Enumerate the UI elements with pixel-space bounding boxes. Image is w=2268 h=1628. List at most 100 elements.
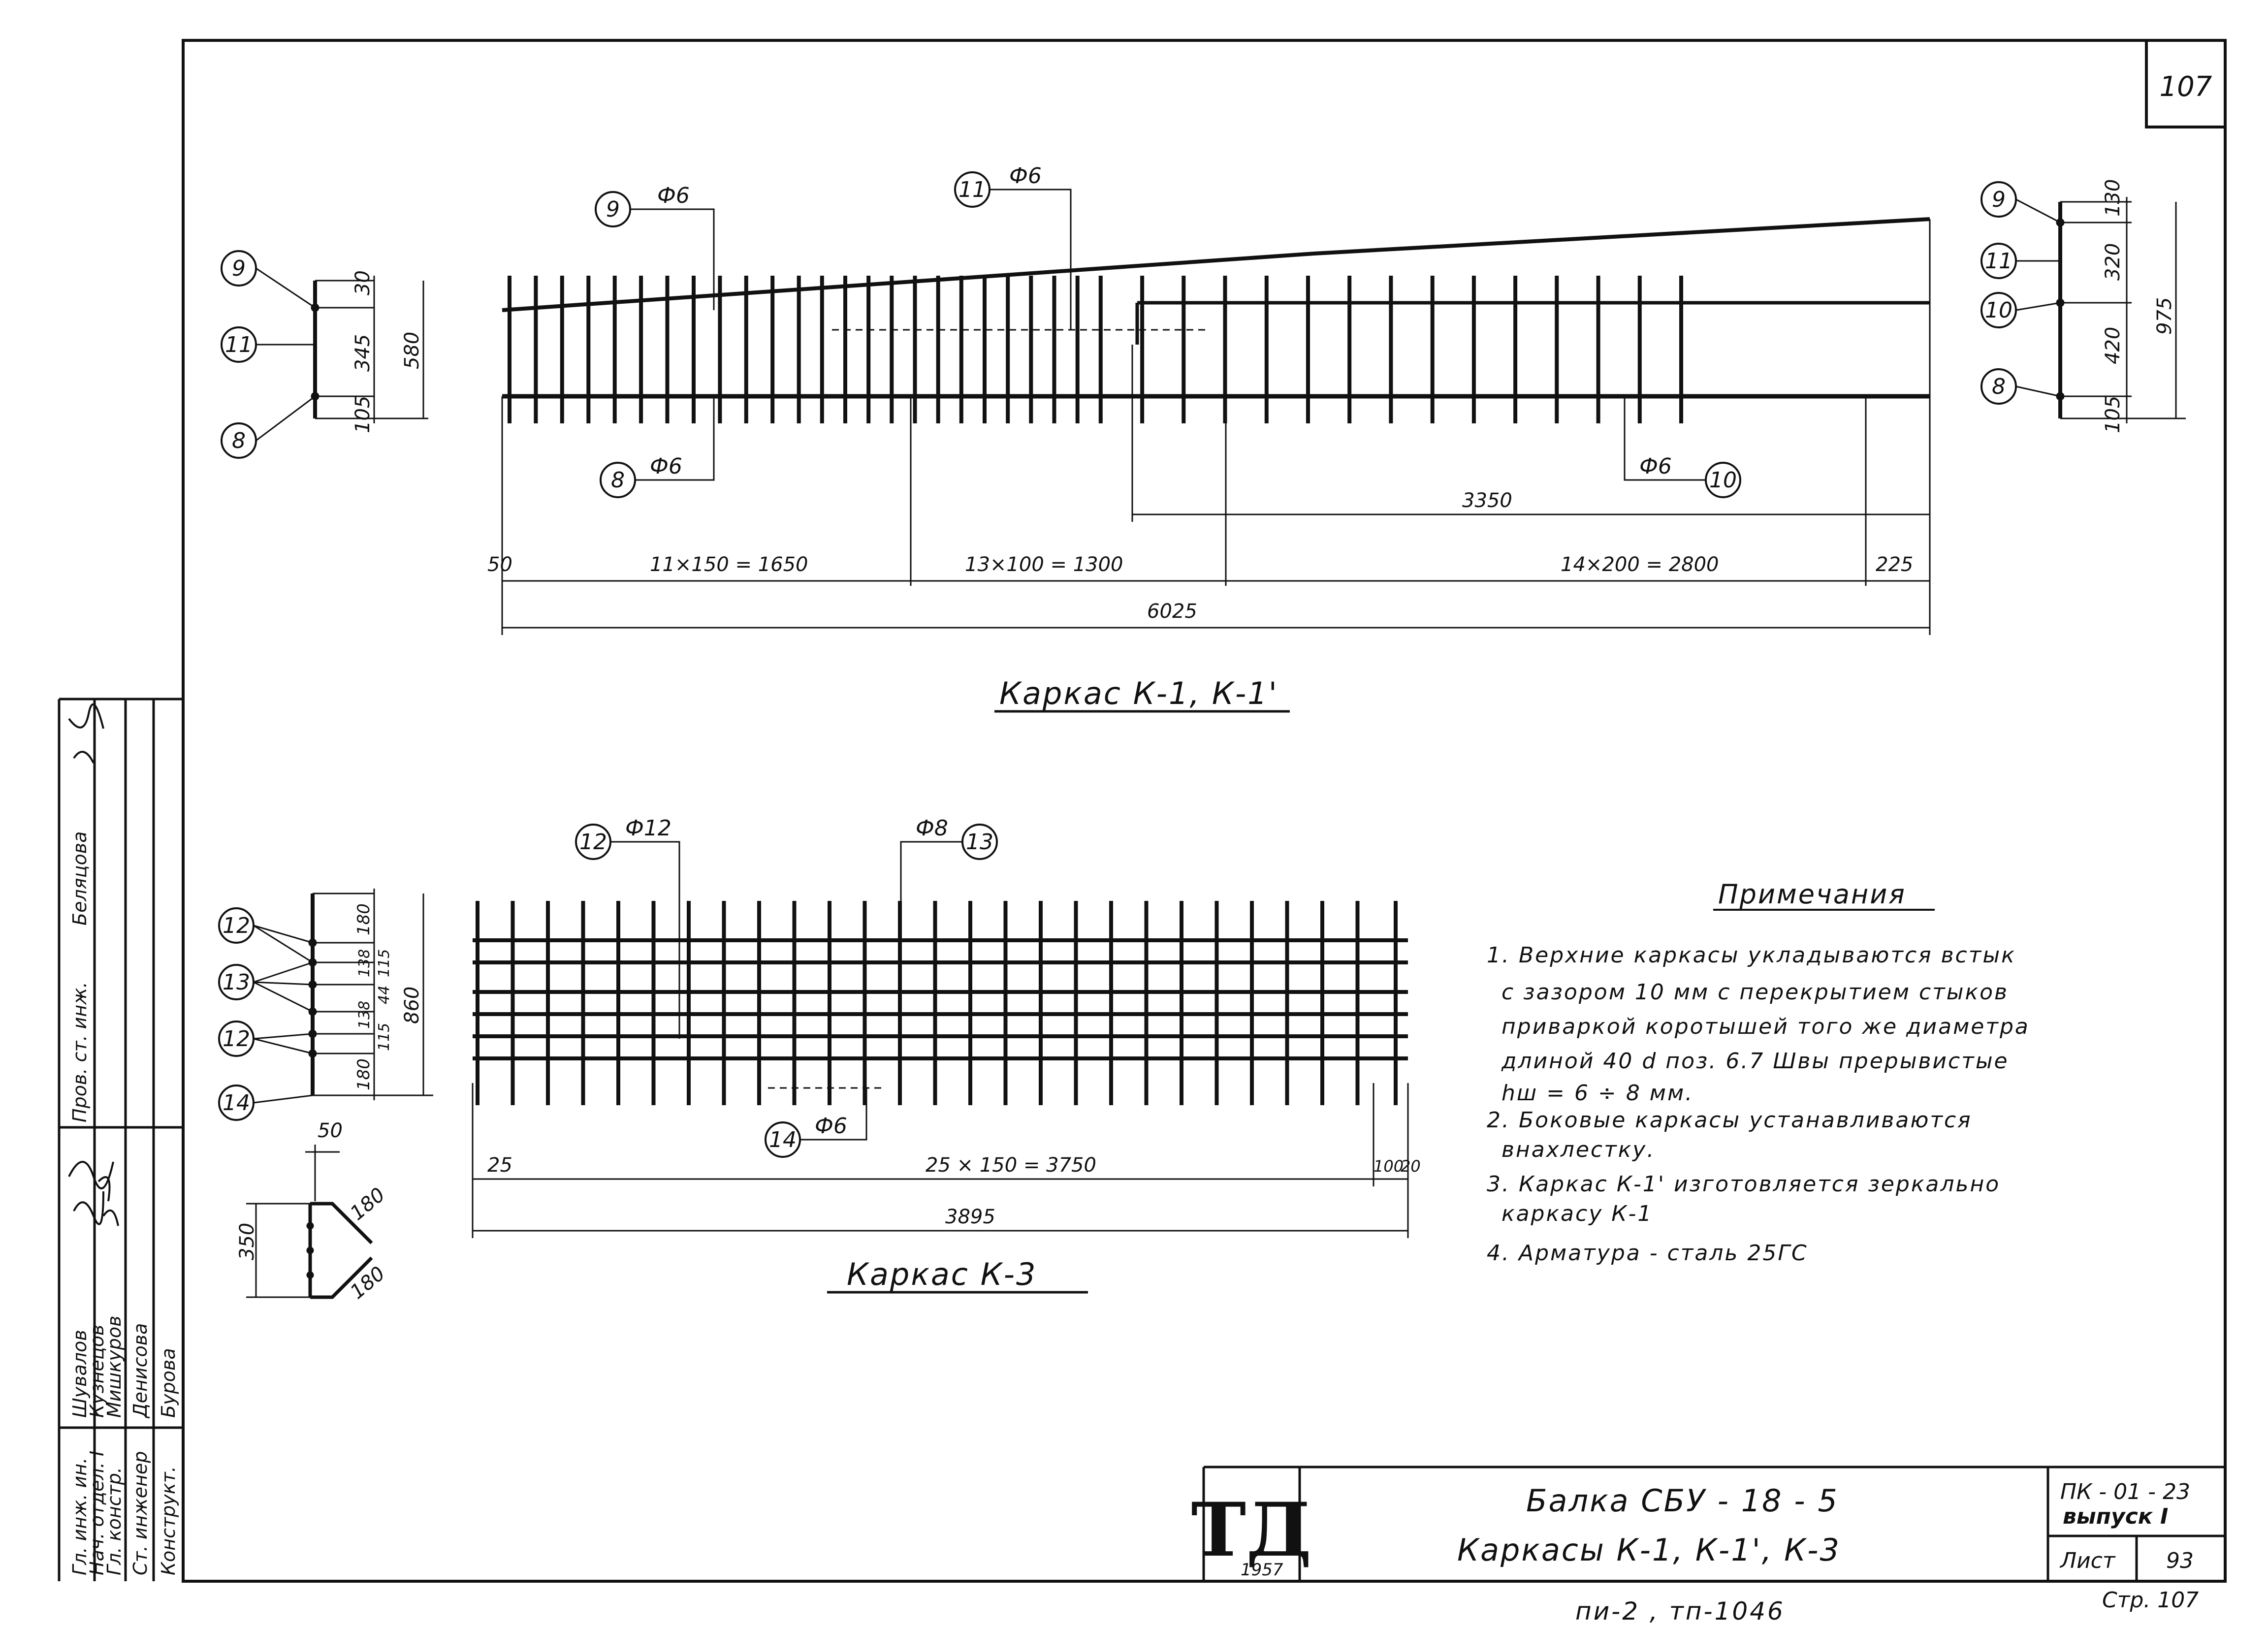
sig-role-2: Нач. отдел. I (86, 1451, 108, 1575)
k3-vertical-bars (476, 901, 1398, 1105)
page-corner-number: 107 (2160, 71, 2212, 103)
k3-sec-callout-12b: 12 (223, 1026, 250, 1052)
notes-title: Примечания (1718, 879, 1906, 910)
k3-detail-dim-50: 50 (318, 1119, 343, 1142)
k3-dim-25: 25 (487, 1154, 512, 1177)
note-line-2: с зазором 10 мм с перекрытием стыков (1501, 980, 2009, 1005)
k1-caption: Каркас К-1, К-1' (999, 675, 1278, 711)
k1-ls-dim-345: 345 (351, 334, 374, 372)
note-line-5: hш = 6 ÷ 8 мм. (1501, 1081, 1693, 1106)
k1-ls-dim-30: 30 (351, 270, 374, 295)
issue-label: выпуск I (2063, 1504, 2168, 1529)
notes-block: Примечания 1. Верхние каркасы укладывают… (1487, 879, 2030, 1266)
frame-k3: 12 Ф12 13 Ф8 14 Ф6 25 25 × 150 = 3750 10… (218, 816, 1421, 1304)
td-logo-year: 1957 (1241, 1560, 1283, 1580)
frame-k1: 9 Ф6 11 Ф6 8 Ф6 10 Ф6 50 11×150 = 1650 1… (221, 163, 2186, 713)
k3-sec-dim-138a: 138 (356, 949, 373, 977)
sheet-number: 93 (2166, 1548, 2194, 1573)
k1-rs-callout-10: 10 (1985, 298, 2012, 323)
k1-rs-callout-11: 11 (1985, 249, 2012, 274)
k3-detail-dim-180a: 180 (346, 1183, 389, 1225)
k1-callout-9-text: 9 (606, 197, 620, 222)
k3-sec-dim-180a: 180 (354, 903, 374, 935)
note-line-10: 4. Арматура - сталь 25ГС (1487, 1241, 1808, 1266)
k3-callout-13: 13 (966, 830, 993, 855)
sig-role-3: Гл. констр. (103, 1467, 125, 1575)
k1-bar-10 (1135, 301, 1930, 345)
k3-dim-100: 100 (1374, 1157, 1404, 1176)
k3-longitudinal-bars (473, 938, 1408, 1060)
k3-caption: Каркас К-3 (847, 1256, 1037, 1292)
k1-dim-1300: 13×100 = 1300 (965, 553, 1123, 576)
sig-name-2: Кузнецов (86, 1325, 108, 1418)
footer-codes: пи-2 , тп-1046 (1575, 1597, 1785, 1626)
title-block: ТД 1957 Балка СБУ - 18 - 5 Каркасы К-1, … (1191, 1466, 2225, 1581)
k3-dimension-lines (472, 1083, 1409, 1238)
sig-role-4: Ст. инженер (129, 1451, 151, 1575)
k1-rs-callout-9: 9 (1992, 187, 2006, 212)
note-line-6: 2. Боковые каркасы устанавливаются (1487, 1108, 1972, 1133)
k1-rs-callout-8: 8 (1992, 374, 2006, 399)
k3-dim-20: 20 (1401, 1157, 1421, 1176)
k1-callout-8-text: 8 (611, 468, 625, 493)
k1-top-bar-9 (502, 217, 1930, 312)
k1-rs-dim-320: 320 (2102, 243, 2124, 281)
checker-signature (68, 703, 104, 764)
signature-scribble (68, 1161, 119, 1226)
k1-dimension-lines (501, 219, 1931, 635)
k1-right-section: 9 11 10 8 130 320 420 105 975 (1981, 179, 2186, 433)
page-label: Стр. 107 (2102, 1588, 2199, 1613)
k3-bar-14-label: Ф6 (815, 1114, 847, 1139)
k1-bar-9-label: Ф6 (657, 183, 690, 208)
series-code: ПК - 01 - 23 (2060, 1479, 2190, 1504)
k1-rs-dim-420: 420 (2102, 327, 2124, 364)
k3-callout-14: 14 (769, 1127, 797, 1152)
note-line-8: 3. Каркас К-1' изготовляется зеркально (1487, 1172, 2000, 1197)
k3-sec-callout-13: 13 (223, 970, 250, 995)
sig-name-1: Шувалов (69, 1330, 91, 1418)
k1-dim-50: 50 (487, 553, 512, 576)
k1-vertical-bars (508, 276, 1683, 423)
k3-sec-dim-138b: 138 (356, 1001, 373, 1029)
sig-name-4: Денисова (129, 1323, 151, 1419)
k3-sec-dim-44: 44 (376, 986, 393, 1004)
note-line-4: длиной 40 d поз. 6.7 Швы прерывистые (1501, 1049, 2009, 1074)
k1-ls-dim-580: 580 (401, 332, 423, 369)
k1-dim-2800: 14×200 = 2800 (1561, 553, 1719, 576)
k3-sec-dim-115b: 115 (376, 1023, 393, 1051)
checker-name: Беляцова (69, 831, 91, 926)
sig-role-5: Конструкт. (158, 1466, 179, 1575)
k1-dim-3350: 3350 (1462, 489, 1512, 512)
note-line-3: приваркой коротышей того же диаметра (1501, 1014, 2030, 1039)
sheet-label: Лист (2059, 1548, 2116, 1573)
signature-strip: Гл. инж. ин. Шувалов Нач. отдел. I Кузне… (58, 698, 183, 1581)
sig-name-5: Бурова (158, 1348, 179, 1418)
k1-left-section: 9 11 8 30 345 105 580 (221, 250, 428, 459)
k3-bar-13-label: Ф8 (916, 816, 948, 841)
k1-rs-dim-975: 975 (2153, 297, 2176, 335)
k1-bar-10-label: Ф6 (1639, 454, 1672, 479)
k1-bar-11-label: Ф6 (1009, 163, 1042, 189)
k3-sec-callout-12a: 12 (223, 913, 250, 938)
k1-dim-6025: 6025 (1147, 600, 1197, 623)
k3-dim-3750: 25 × 150 = 3750 (926, 1154, 1096, 1177)
k1-dim-1650: 11×150 = 1650 (650, 553, 808, 576)
td-logo: ТД (1191, 1487, 1312, 1573)
k1-ls-callout-8: 8 (232, 428, 246, 453)
k1-ls-dim-105: 105 (351, 396, 374, 433)
k1-callout-11-text: 11 (958, 177, 986, 202)
sig-role-1: Гл. инж. ин. (69, 1458, 91, 1575)
k3-sec-callout-14: 14 (223, 1090, 250, 1116)
note-line-1: 1. Верхние каркасы укладываются встык (1487, 943, 2016, 968)
title-line-2: Каркасы К-1, К-1', К-3 (1457, 1532, 1841, 1568)
k3-sec-dim-180b: 180 (354, 1058, 374, 1090)
k1-callout-10-text: 10 (1709, 468, 1737, 493)
page-corner-box (2145, 40, 2225, 128)
k1-rs-dim-130: 130 (2102, 179, 2124, 217)
k1-ls-callout-11: 11 (225, 332, 253, 357)
k1-bar-8-label: Ф6 (650, 454, 682, 479)
note-line-7: внахлестку. (1501, 1137, 1655, 1162)
k1-rs-dim-105: 105 (2102, 396, 2124, 433)
k1-ls-callout-9: 9 (232, 256, 246, 281)
